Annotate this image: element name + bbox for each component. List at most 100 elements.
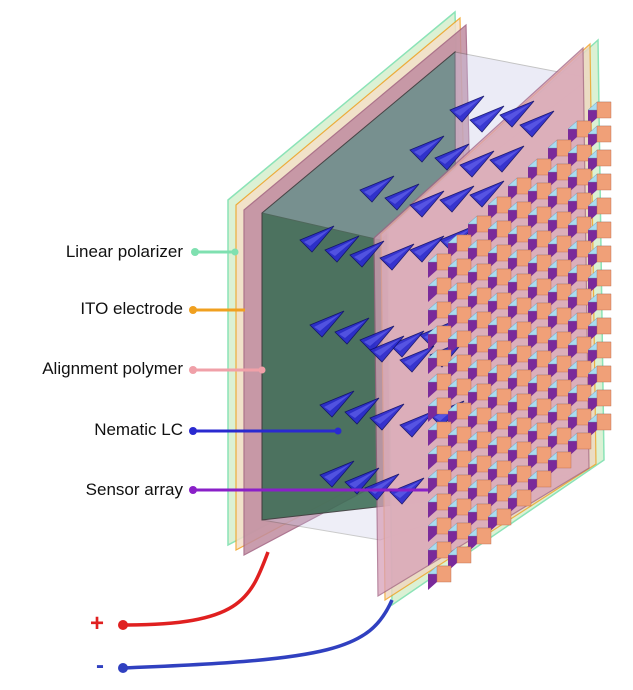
connector-polarizer-end <box>231 248 239 256</box>
sensor-pixel-front <box>596 365 612 383</box>
sensor-pixel-front <box>576 336 592 354</box>
sensor-pixel-front <box>476 335 492 353</box>
sensor-pixel-front <box>476 287 492 305</box>
sensor-pixel-front <box>496 460 512 478</box>
sensor-pixel-front <box>496 484 512 502</box>
sensor-pixel-front <box>536 422 552 440</box>
lc-molecule-highlight <box>474 109 500 126</box>
sensor-pixel-front <box>596 293 612 311</box>
sensor-pixel-front <box>476 239 492 257</box>
sensor-pixel-front <box>556 259 572 277</box>
sensor-pixel-front <box>516 225 532 243</box>
sensor-pixel-front <box>556 307 572 325</box>
sensor-pixel-front <box>476 383 492 401</box>
sensor-pixel-front <box>456 546 472 564</box>
sensor-pixel-front <box>536 230 552 248</box>
sensor-pixel-front <box>496 412 512 430</box>
lc-molecule-highlight <box>374 407 400 424</box>
sensor-pixel-front <box>556 163 572 181</box>
lc-molecule-highlight <box>404 349 430 366</box>
sensor-pixel-front <box>576 264 592 282</box>
sensor-pixel-front <box>476 431 492 449</box>
connector-nematic-end <box>334 427 342 435</box>
sensor-pixel-front <box>576 288 592 306</box>
lc-molecule-highlight <box>314 314 340 331</box>
sensor-pixel-front <box>436 301 452 319</box>
connector-sensor-dot <box>189 486 197 494</box>
sensor-pixel-front <box>536 302 552 320</box>
sensor-pixel-front <box>476 359 492 377</box>
sensor-pixel-front <box>456 426 472 444</box>
sensor-pixel-front <box>536 374 552 392</box>
sensor-pixel-front <box>476 311 492 329</box>
sensor-pixel-front <box>456 282 472 300</box>
lc-molecule-highlight <box>454 99 480 116</box>
sensor-pixel-front <box>516 201 532 219</box>
sensor-pixel-front <box>436 565 452 583</box>
sensor-pixel-front <box>476 503 492 521</box>
lc-molecule-highlight <box>474 184 500 201</box>
sensor-pixel-front <box>556 403 572 421</box>
sensor-array <box>427 101 612 590</box>
terminal-positive-sign: + <box>90 610 105 637</box>
sensor-pixel-front <box>496 388 512 406</box>
sensor-pixel-front <box>516 417 532 435</box>
sensor-pixel-front <box>436 517 452 535</box>
sensor-pixel-front <box>536 326 552 344</box>
sensor-pixel-front <box>596 173 612 191</box>
connector-alignment-dot <box>189 366 197 374</box>
lc-molecule-highlight <box>389 187 415 204</box>
sensor-pixel-front <box>576 192 592 210</box>
lc-molecule-highlight <box>349 401 375 418</box>
lc-molecule-highlight <box>494 149 520 166</box>
sensor-pixel-front <box>516 441 532 459</box>
sensor-pixel-front <box>596 413 612 431</box>
lc-molecule-highlight <box>349 471 375 488</box>
sensor-pixel-front <box>496 292 512 310</box>
sensor-pixel-front <box>536 446 552 464</box>
sensor-pixel-front <box>476 407 492 425</box>
sensor-pixel-front <box>536 182 552 200</box>
label-alignment-polymer: Alignment polymer <box>42 359 183 378</box>
sensor-pixel-front <box>496 436 512 454</box>
sensor-pixel-front <box>576 216 592 234</box>
sensor-pixel-front <box>476 479 492 497</box>
sensor-pixel-front <box>436 397 452 415</box>
sensor-pixel-front <box>436 541 452 559</box>
label-ito-electrode: ITO electrode <box>80 299 183 318</box>
sensor-pixel-front <box>576 432 592 450</box>
sensor-pixel-front <box>596 197 612 215</box>
sensor-pixel-front <box>596 269 612 287</box>
sensor-pixel-front <box>536 470 552 488</box>
sensor-pixel-front <box>456 330 472 348</box>
sensor-pixel-front <box>496 220 512 238</box>
label-nematic-lc: Nematic LC <box>94 420 183 439</box>
sensor-pixel-front <box>556 427 572 445</box>
sensor-pixel-front <box>556 283 572 301</box>
sensor-pixel-front <box>536 254 552 272</box>
wire-negative <box>122 599 394 670</box>
sensor-pixel-front <box>436 445 452 463</box>
lc-molecule-highlight <box>364 179 390 196</box>
lc-molecule-highlight <box>504 104 530 121</box>
sensor-pixel-front <box>496 340 512 358</box>
lc-molecule-highlight <box>414 239 440 256</box>
lc-molecule-highlight <box>524 114 550 131</box>
sensor-pixel-front <box>456 306 472 324</box>
sensor-pixel-front <box>556 355 572 373</box>
sensor-pixel-front <box>516 465 532 483</box>
sensor-pixel-front <box>456 402 472 420</box>
sensor-pixel-front <box>576 120 592 138</box>
sensor-pixel-front <box>496 268 512 286</box>
sensor-pixel-front <box>576 384 592 402</box>
connector-polarizer-dot <box>191 248 199 256</box>
sensor-pixel-front <box>596 101 612 119</box>
sensor-pixel-front <box>456 522 472 540</box>
sensor-pixel-front <box>456 354 472 372</box>
sensor-pixel-front <box>536 206 552 224</box>
sensor-pixel-front <box>576 168 592 186</box>
label-connectors <box>189 248 428 494</box>
sensor-pixel-front <box>556 235 572 253</box>
sensor-pixel-front <box>476 455 492 473</box>
lc-molecule-highlight <box>384 247 410 264</box>
